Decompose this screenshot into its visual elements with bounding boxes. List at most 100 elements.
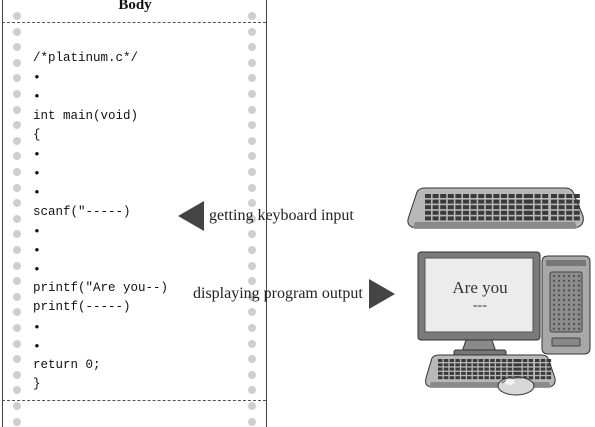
sprocket-hole [13,386,21,395]
key [540,363,546,367]
vent-hole [552,303,556,306]
vent-hole [572,294,576,297]
sprocket-hole [13,261,21,270]
sprocket-holes-left [13,0,23,427]
vent-hole [577,327,581,330]
key [501,199,507,204]
key [528,367,534,371]
vent-hole [567,313,571,316]
key [566,199,573,204]
vent-hole [567,298,571,302]
key [551,216,557,221]
key [528,359,534,362]
key [558,216,565,221]
key [432,194,439,198]
vent-hole [577,284,581,287]
vent-hole [577,318,581,321]
key [425,205,431,210]
vent-hole [577,298,581,302]
key [501,194,507,198]
key [493,216,500,221]
sprocket-hole [248,246,256,254]
key [566,210,573,215]
key [449,363,455,367]
key [493,210,500,215]
vent-hole [557,327,561,330]
sprocket-hole [13,152,21,161]
key [485,216,492,221]
key [551,210,557,215]
vent-hole [572,318,576,321]
sprocket-hole [248,308,256,317]
vent-hole [552,289,556,292]
key [463,199,469,204]
vent-hole [557,274,561,278]
vent-hole [572,322,576,326]
key [447,216,454,221]
key [540,371,546,375]
code-bullet [33,318,168,337]
vent-hole [562,318,566,321]
vent-hole [567,274,571,278]
code-line: printf(-----) [33,300,131,315]
sprocket-hole [13,324,21,332]
key [534,210,541,215]
key [501,371,507,375]
key [478,199,485,204]
key [513,371,518,375]
key [478,376,484,380]
key [542,210,549,215]
key [493,194,500,198]
key [508,205,515,210]
sprocket-hole [13,136,21,145]
vent-hole [567,294,571,297]
sprocket-hole [13,12,21,20]
key [496,363,501,367]
key [566,194,573,198]
key [484,376,489,380]
key [513,367,518,371]
key [455,210,462,215]
key [478,205,485,210]
key [558,194,565,198]
key [501,376,507,380]
vent-hole [567,308,571,311]
key [517,363,522,367]
page-right-edge [266,0,267,427]
sprocket-hole [13,121,21,130]
vent-hole [552,308,556,311]
key [455,367,460,371]
vent-hole [557,298,561,302]
code-bullet [33,241,168,260]
key [440,216,447,221]
vent-hole [572,284,576,287]
page-left-edge [2,0,3,427]
key [535,371,540,375]
key [432,216,439,221]
key [535,359,540,362]
key [478,367,484,371]
key [449,367,455,371]
key [501,363,507,367]
key [478,210,485,215]
key [461,371,466,375]
sprocket-hole [13,74,21,83]
key [546,363,552,367]
vent-hole [567,303,571,306]
sprocket-hole [248,277,256,286]
key [507,359,513,362]
key [485,210,492,215]
key [540,367,546,371]
vent-hole [562,327,566,330]
key [501,367,507,371]
key [534,199,541,204]
code-bullet [33,337,168,356]
arrow-left-icon [178,201,204,231]
code-line: return 0; [33,358,101,372]
key [534,205,541,210]
key [463,205,469,210]
vent-hole [577,322,581,326]
key [478,194,485,198]
vent-hole [552,294,556,297]
key [516,210,523,215]
